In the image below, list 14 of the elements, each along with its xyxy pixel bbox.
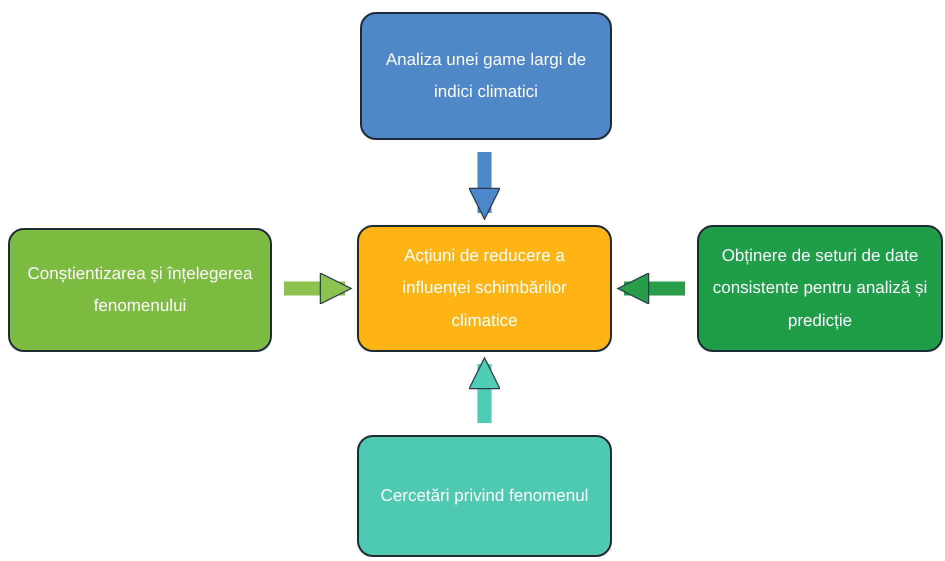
box-text: Analiza unei game largi de indici climatici	[384, 48, 588, 103]
process-box	[357, 435, 612, 557]
process-box	[8, 228, 272, 352]
box-text: Obținere de seturi de date consistente pentru analiză și predicție	[712, 245, 928, 332]
block-arrow	[468, 152, 501, 220]
block-arrow	[468, 357, 501, 423]
box-text: Conștientizarea și înțelegerea fenomenului	[26, 262, 254, 317]
block-arrow	[617, 272, 685, 305]
process-box	[697, 225, 943, 352]
process-box	[360, 12, 612, 140]
process-box	[357, 225, 612, 352]
box-text: Acțiuni de reducere a influenței schimbărilor climatice	[401, 245, 568, 332]
block-arrow	[284, 272, 352, 305]
box-text: Cercetări privind fenomenul	[380, 484, 588, 507]
